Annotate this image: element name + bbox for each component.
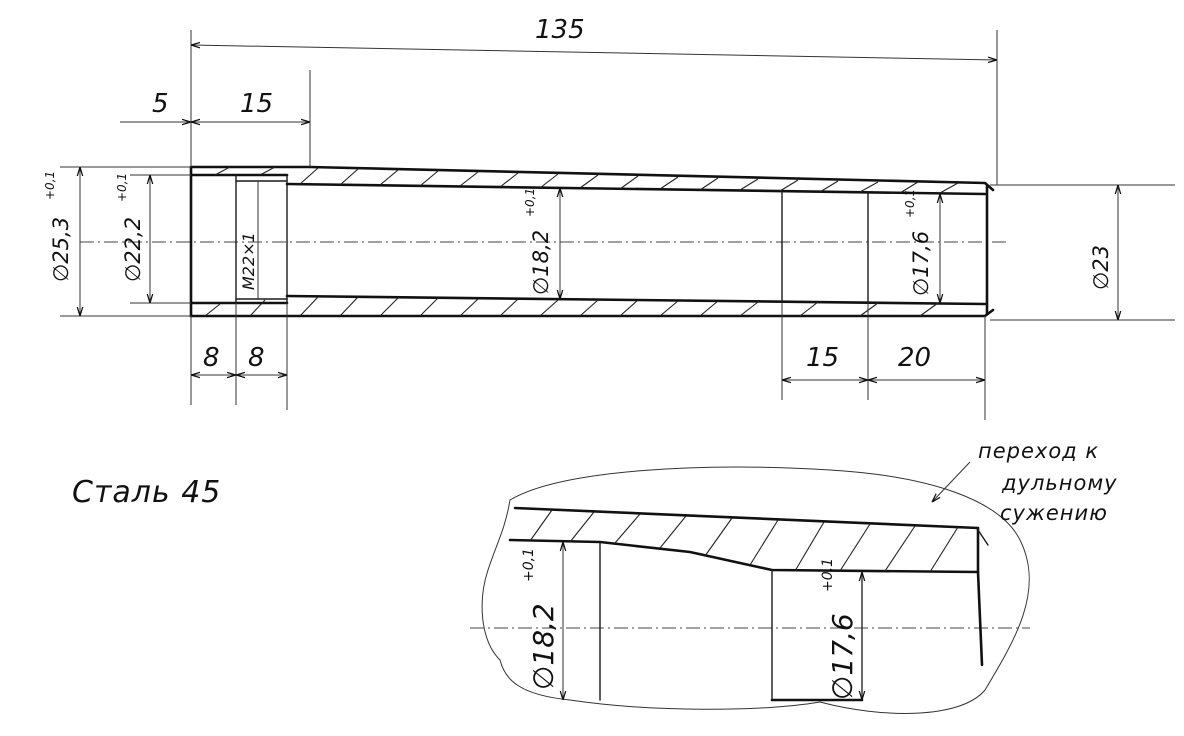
dim-5: 5 [152,89,169,119]
note-line-3: сужению [1000,501,1108,525]
detail-view: ∅18,2 +0,1 ∅17,6 +0,1 переход к дульному… [470,439,1118,714]
dia-23: ∅23 [1089,245,1113,290]
thread-m22: M22×1 [239,232,258,290]
bore-main-bottom [285,294,987,306]
dia-17-6-tol: +0,1 [903,189,917,218]
detail-outer-top [513,506,980,530]
material-label: Сталь 45 [72,475,221,510]
detail-dia-17-6: ∅17,6 [826,613,859,700]
dia-22-2: ∅22,2 [121,217,145,282]
dia-25-3: ∅25,3 [49,217,73,282]
dim-15-top: 15 [240,89,273,119]
dia-17-6: ∅17,6 [909,231,933,296]
dim-135: 135 [535,15,585,45]
outer-contour-bottom [189,308,995,318]
dimension-lines [80,45,1118,380]
dim-20-bottom: 20 [898,343,931,373]
detail-dia-17-6-tol: +0,1 [820,558,836,592]
detail-wall-step [977,529,989,546]
note-line-1: переход к [978,439,1099,463]
outer-contour-top [189,165,995,192]
main-section-view: 135 5 15 8 8 15 20 ∅25,3 +0,1 ∅22,2 +0,1… [43,15,1175,420]
detail-dia-18-2-tol: +0,1 [521,548,537,582]
detail-hatching [529,509,959,573]
dia-22-2-tol: +0,1 [115,173,129,202]
dim-15-bottom: 15 [806,343,839,373]
hatching-top [214,166,959,194]
dim-8-a: 8 [203,343,220,373]
detail-break-outline [481,466,1030,714]
detail-dia-18-2: ∅18,2 [527,603,560,690]
note-line-2: дульному [1001,471,1118,495]
hatching-bottom [204,296,939,317]
dia-18-2: ∅18,2 [529,230,553,295]
dia-25-3-tol: +0,1 [43,171,57,200]
bore-main-top [285,182,987,196]
dim-8-b: 8 [248,343,265,373]
extension-lines [60,30,1175,420]
note-leader [932,461,971,502]
detail-muzzle-bore-end [976,570,984,667]
detail-bore-line [508,538,980,574]
dia-18-2-tol: +0,1 [523,188,537,217]
